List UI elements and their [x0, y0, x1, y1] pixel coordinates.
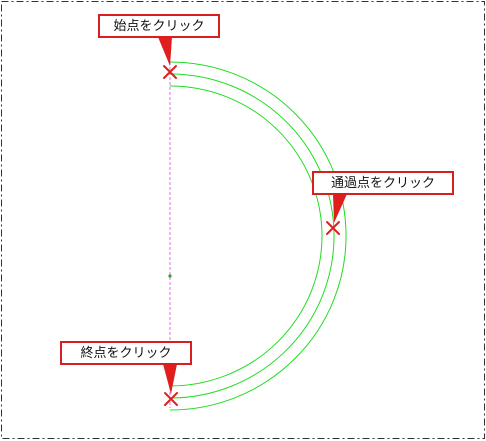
arc-inner	[169, 85, 323, 387]
arc-outer	[169, 61, 347, 411]
start-point-callout: 始点をクリック	[98, 14, 220, 38]
arc-middle	[169, 73, 335, 399]
start-callout-pointer	[158, 37, 172, 66]
through-point-marker[interactable]	[326, 221, 340, 235]
start-point-marker[interactable]	[163, 65, 177, 79]
end-callout-pointer	[163, 364, 177, 394]
center-point	[168, 274, 172, 278]
end-point-callout: 終点をクリック	[60, 341, 192, 365]
end-point-marker[interactable]	[164, 392, 178, 406]
through-callout-pointer	[333, 194, 347, 223]
through-point-callout: 通過点をクリック	[312, 171, 454, 195]
